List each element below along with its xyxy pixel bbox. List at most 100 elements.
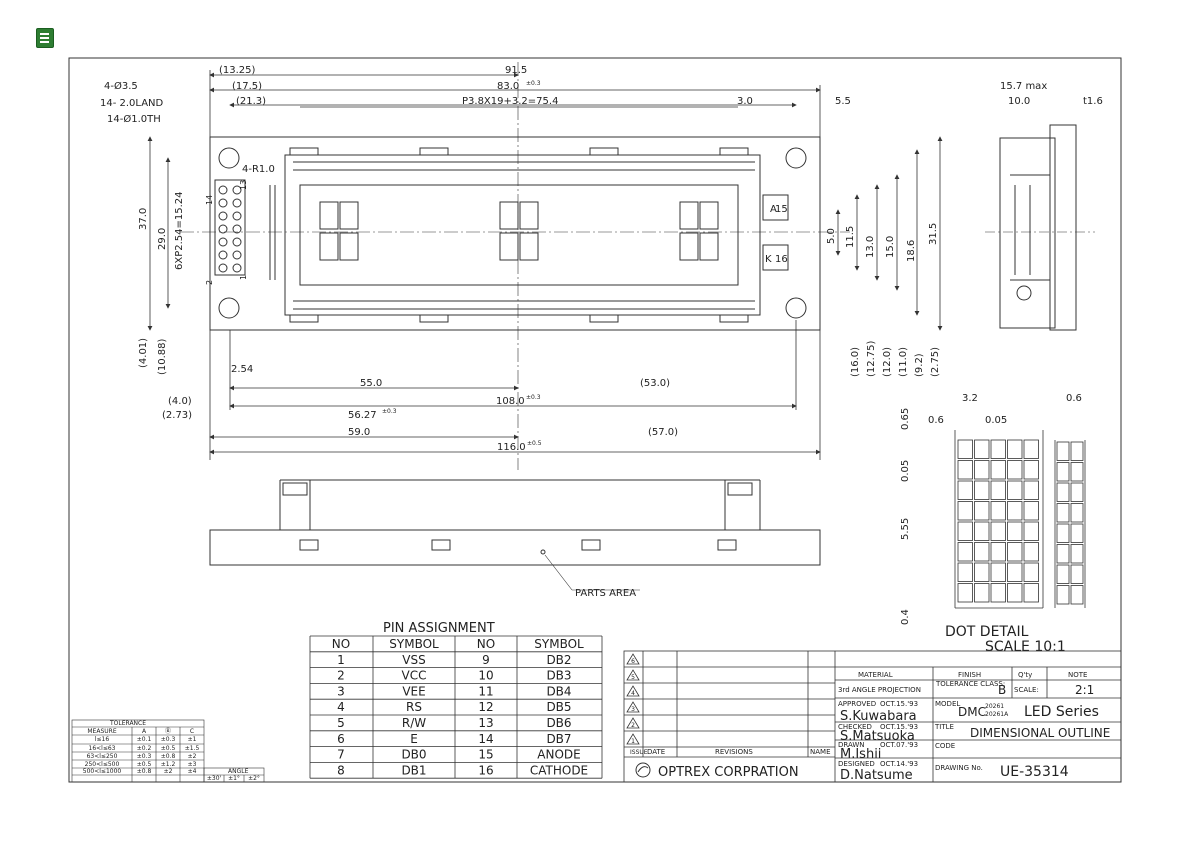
dim-91-5: 91.5 (505, 65, 527, 76)
designed-by: D.Natsume (840, 768, 913, 783)
pin-table-cell: 12 (478, 700, 493, 714)
pin-16: 16 (775, 254, 788, 265)
tolerance-cell: ±0.2 (137, 745, 152, 752)
tolerance-cell: ±0.5 (161, 745, 176, 752)
dot-cell-partial (1070, 503, 1084, 523)
tolerance-cell: ±2 (164, 768, 173, 775)
dot-cell (990, 480, 1006, 500)
dot-dim-0-6b: 0.6 (1066, 393, 1082, 404)
tolerance-cell: ±1.2 (161, 761, 176, 768)
tolerance-cell: 500<l≤1000 (83, 768, 122, 775)
pin-table-cell: 5 (337, 716, 345, 730)
title-block (623, 650, 1122, 783)
pin-table-cell: DB7 (546, 732, 571, 746)
dim-2-73: (2.73) (162, 410, 192, 421)
tolerance-cell: ±0.5 (137, 761, 152, 768)
drawn-date: OCT.07.'93 (880, 741, 918, 749)
note-icon[interactable] (36, 28, 54, 48)
dot-cell-partial (1070, 482, 1084, 502)
checked-by: S.Matsuoka (840, 729, 915, 744)
dot-cell (1023, 562, 1039, 582)
dot-detail (954, 430, 1086, 609)
dot-cell (1007, 521, 1023, 541)
dim-2-75: (2.75) (930, 347, 941, 377)
dim-12-75: (12.75) (866, 340, 877, 377)
dot-cell (990, 521, 1006, 541)
revision-triangle-icon (626, 733, 640, 745)
dot-cell (990, 542, 1006, 562)
dot-grid (957, 439, 1084, 605)
pin-table-header: SYMBOL (389, 637, 439, 651)
dot-cell (974, 562, 990, 582)
pin-table-cell: CATHODE (530, 763, 588, 777)
pin-table-cell: 3 (337, 684, 345, 698)
pin-table-cell: 7 (337, 748, 345, 762)
revision-issue-number: 4 (631, 690, 635, 697)
dot-cell (957, 583, 973, 603)
tolerance-header: Ⓑ (165, 727, 171, 735)
bottom-view (209, 479, 821, 591)
drawing-no: UE-35314 (1000, 764, 1069, 780)
tolerance-cell: ±1 (188, 736, 197, 743)
tolerance-cell: ±3 (188, 761, 197, 768)
scale-value: 2:1 (1075, 683, 1094, 697)
dim-12-0: (12.0) (882, 347, 893, 377)
dot-cell-partial (1056, 564, 1070, 584)
dim-9-2: (9.2) (914, 353, 925, 377)
dim-18-6: 18.6 (906, 240, 917, 262)
dot-dim-0-65: 0.65 (900, 408, 911, 430)
drawing-no-label: DRAWING No. (935, 764, 983, 772)
pin-table-cell: E (410, 732, 418, 746)
dot-cell (1007, 439, 1023, 459)
designed-label: DESIGNED (838, 760, 875, 768)
dim-83-0: 83.0 (497, 81, 519, 92)
pin-a: A (770, 204, 777, 215)
model-b: 20261A (985, 711, 1009, 718)
dot-detail-title: DOT DETAIL (945, 624, 1029, 640)
pin-table-cell: 11 (478, 684, 493, 698)
dot-cell (1023, 583, 1039, 603)
pin-table-header: SYMBOL (534, 637, 584, 651)
pin-table-cell: DB4 (546, 684, 571, 698)
tolerance-header: MEASURE (87, 728, 116, 735)
dot-cell-partial (1070, 441, 1084, 461)
dot-detail-scale: SCALE 10:1 (985, 639, 1066, 655)
dim-th: 14-Ø1.0TH (107, 113, 161, 125)
dot-cell (1023, 439, 1039, 459)
dim-108: 108.0 (496, 396, 525, 407)
pin-14: 14 (205, 195, 214, 205)
pin-table-cell: 9 (482, 653, 490, 667)
pin-table-cell: VCC (402, 669, 427, 683)
dim-55-0: 55.0 (360, 378, 382, 389)
dot-cell (957, 439, 973, 459)
pin-13: 13 (239, 180, 248, 190)
dim-37-0: 37.0 (138, 208, 149, 230)
tolerance-cell: ±0.3 (161, 736, 176, 743)
tolerance-cell: ±0.1 (137, 736, 152, 743)
tolerance-cell: ±2 (188, 753, 197, 760)
dot-dim-3-2: 3.2 (962, 393, 978, 404)
pin-table-cell: VEE (402, 684, 425, 698)
dim-56-27-tol: ±0.3 (382, 408, 397, 415)
dim-16-0: (16.0) (850, 347, 861, 377)
qty-label: Q'ty (1018, 671, 1032, 679)
approved-date: OCT.15.'93 (880, 700, 918, 708)
dot-cell-partial (1056, 503, 1070, 523)
sheet-frame (68, 57, 1122, 783)
tolerance-angle-value: ±30' (207, 775, 222, 782)
tolerance-class-label: TOLERANCE CLASS: (935, 680, 1005, 688)
dim-10-88: (10.88) (157, 338, 168, 375)
dot-dim-0-05b: 0.05 (900, 460, 911, 482)
pin-table-cell: 2 (337, 669, 345, 683)
dot-cell (974, 460, 990, 480)
revision-issue-number: 3 (631, 706, 635, 713)
pin-table-cell: 6 (337, 732, 345, 746)
tolerance-header: C (190, 728, 194, 735)
revision-issue-number: 5 (631, 674, 635, 681)
pin-table-cell: DB3 (546, 669, 571, 683)
dim-83-0-tol: ±0.3 (526, 80, 541, 87)
dim-59-0: 59.0 (348, 427, 370, 438)
drawn-label: DRAWN (838, 741, 865, 749)
